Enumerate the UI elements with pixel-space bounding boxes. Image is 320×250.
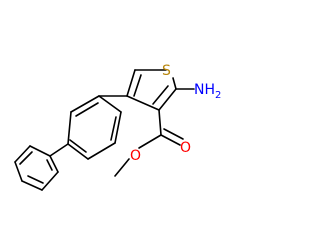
ring-bond — [70, 95, 100, 113]
ring-bond — [87, 142, 116, 160]
ring-bond — [67, 143, 89, 160]
bond-carbonyl-o — [160, 134, 181, 146]
bond-c4-c3-double — [133, 74, 142, 97]
bond-c2-c1 — [158, 88, 177, 111]
ring-bond — [21, 180, 43, 191]
phenyl-ring-terminal — [14, 143, 69, 191]
ring-bond — [41, 171, 59, 191]
ring-bond-double — [75, 102, 99, 117]
bond-c4-c3 — [126, 69, 136, 97]
ring-bond — [98, 95, 122, 113]
ring-bond-double — [110, 116, 117, 141]
carbonyl-oxygen-label: O — [180, 140, 191, 156]
molecule-structure: S NH2 O O — [14, 63, 221, 191]
amine-label: NH2 — [194, 82, 221, 101]
bond-c1-s — [172, 77, 177, 90]
bond-biphenyl — [49, 143, 69, 157]
thiophene-ring — [126, 69, 177, 111]
ring-bond — [67, 111, 72, 145]
ring-bond-double — [46, 159, 53, 171]
bond-carbonyl-o-double — [163, 128, 184, 140]
phenyl-ring-central — [67, 95, 128, 160]
bond-carbonyl-oester — [138, 134, 162, 149]
amine-subscript: 2 — [215, 90, 221, 101]
ring-bond-double — [19, 151, 33, 165]
ester-group — [114, 109, 184, 177]
bond-c3-c2 — [126, 95, 160, 111]
ring-bond — [114, 111, 122, 144]
ring-bond — [29, 145, 51, 157]
bond-c2-c1-double — [152, 85, 169, 105]
ring-bond — [14, 145, 31, 163]
amine-symbol: NH — [194, 82, 215, 98]
ring-bond-double — [69, 139, 87, 153]
ring-bond-double — [27, 175, 44, 184]
sulfur-label: S — [162, 63, 171, 79]
bond-oester-methyl — [114, 158, 130, 177]
ring-bond — [49, 155, 59, 173]
ring-bond — [14, 161, 23, 182]
ester-oxygen-label: O — [130, 148, 141, 164]
bond-c2-carbonyl — [158, 109, 162, 136]
